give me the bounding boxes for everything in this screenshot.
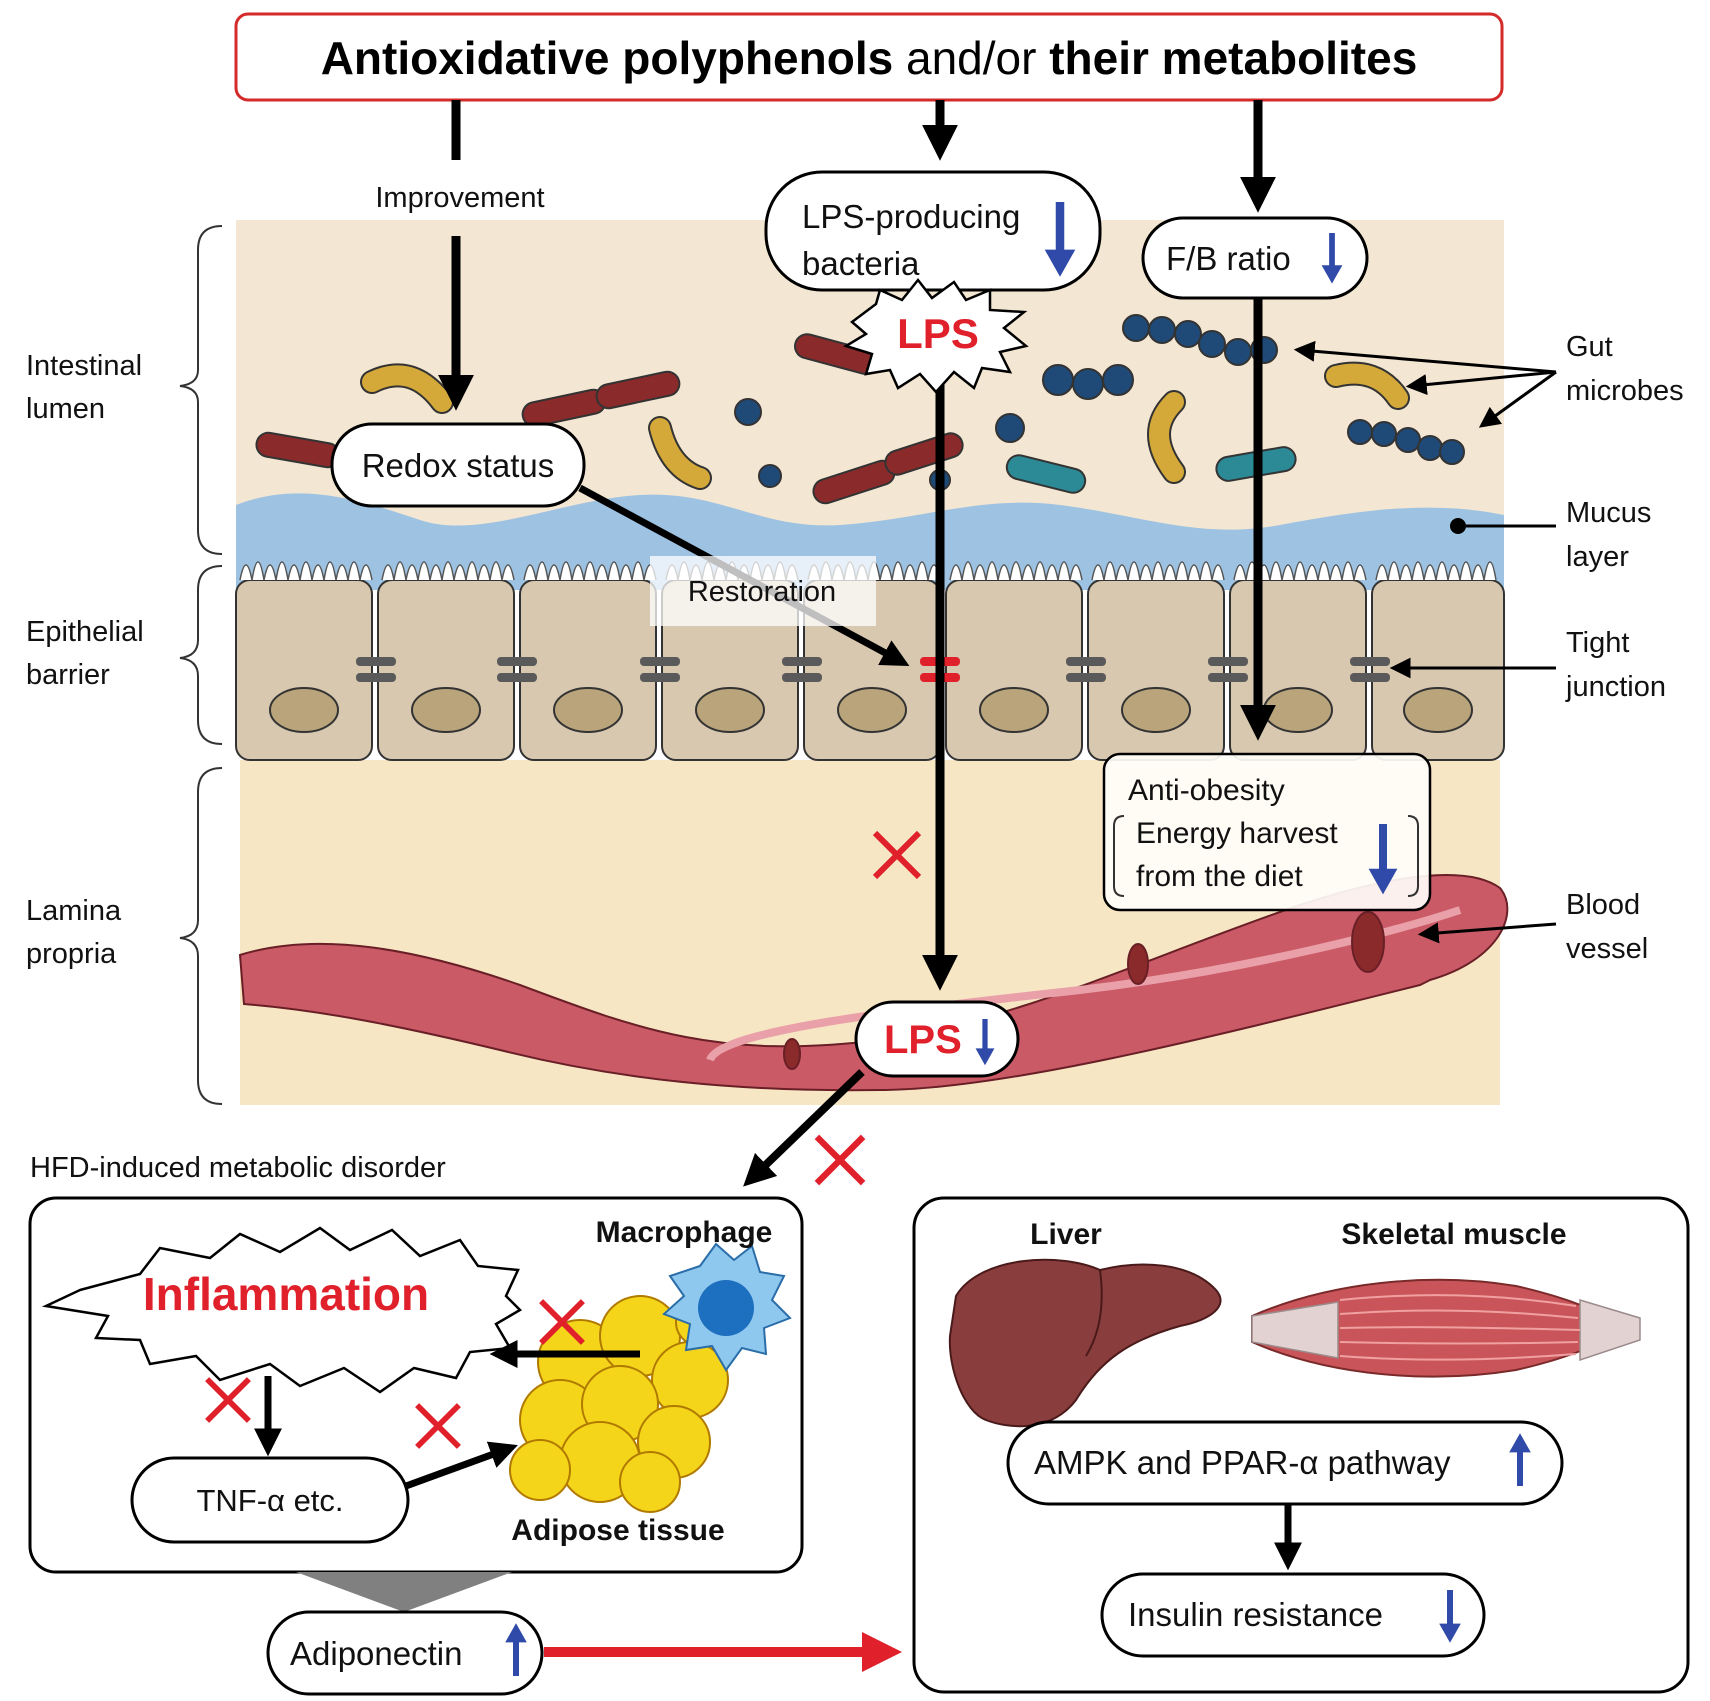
adiponectin-funnel	[296, 1572, 512, 1612]
mucus-pointer-dot	[1450, 518, 1466, 534]
adiponectin-box	[266, 1610, 544, 1696]
region-braces	[179, 225, 223, 1105]
lps-producing-bacteria-label: LPS-producing bacteria	[802, 198, 1029, 282]
lps-burst	[842, 277, 1029, 394]
insulin-label: Insulin resistance	[1128, 1596, 1383, 1633]
side-label-blood-vessel: Blood vessel	[1566, 889, 1648, 965]
tnf-label: TNF-α etc.	[196, 1483, 343, 1518]
redox-status-box	[330, 422, 586, 508]
side-label-pointers	[1293, 340, 1557, 944]
fb-ratio-label: F/B ratio	[1166, 240, 1291, 277]
gut-microbes	[255, 314, 1465, 505]
skeletal-muscle-label: Skeletal muscle	[1341, 1218, 1566, 1251]
hfd-title: HFD-induced metabolic disorder	[30, 1152, 446, 1184]
anti-obesity-box	[1102, 752, 1432, 912]
epithelial-cell	[945, 579, 1083, 761]
epithelial-cell	[1371, 579, 1505, 761]
lps-burst-label: LPS	[897, 310, 979, 357]
blood-vessel	[238, 873, 1509, 1092]
skeletal-muscle-image	[1251, 1278, 1641, 1378]
insulin-box	[1100, 1572, 1486, 1658]
lps-producing-bacteria-box	[764, 170, 1102, 292]
energy-bracket-left	[1113, 815, 1125, 897]
region-label-epithelial-barrier: Epithelial barrier	[26, 616, 152, 691]
region-label-lamina-propria: Lamina propria	[26, 895, 129, 970]
lps-blood-box	[854, 1000, 1020, 1078]
tnf-to-adipose-arrow	[404, 1441, 518, 1490]
restoration-label: Restoration	[688, 576, 836, 608]
side-label-tight-junction: Tight junction	[1565, 627, 1666, 703]
tnf-box	[130, 1456, 410, 1544]
liver-label: Liver	[1030, 1218, 1102, 1251]
energy-bracket-right	[1407, 815, 1419, 897]
epithelial-cell	[235, 579, 373, 761]
improvement-label: Improvement	[375, 182, 544, 214]
tight-junctions	[356, 657, 1390, 682]
epithelial-cell	[519, 579, 657, 761]
title-box	[234, 12, 1504, 102]
inflammation-burst	[41, 1226, 523, 1394]
ampk-label: AMPK and PPAR-α pathway	[1034, 1444, 1451, 1481]
lps-to-hfd-arrow	[743, 1069, 865, 1187]
macrophage-label: Macrophage	[596, 1216, 773, 1249]
inflammation-label: Inflammation	[143, 1268, 429, 1320]
redox-status-label: Redox status	[362, 447, 555, 484]
block-x-hfd	[817, 1137, 863, 1183]
title-text: Antioxidative polyphenols and/or their m…	[321, 32, 1418, 84]
liver-image	[948, 1258, 1222, 1428]
liver-lobe-line	[1085, 1269, 1103, 1357]
side-label-gut-microbes: Gut microbes	[1566, 331, 1684, 407]
epithelial-cell	[377, 579, 515, 761]
lps-blood-label: LPS	[884, 1018, 962, 1062]
energy-harvest-label: Energy harvest from the diet	[1136, 817, 1346, 893]
epithelial-cell	[1087, 579, 1225, 761]
epithelial-cell	[1229, 579, 1367, 761]
restoration-label-bg	[650, 556, 876, 626]
region-label-intestinal-lumen: Intestinal lumen	[26, 350, 150, 425]
adipose-tissue-label: Adipose tissue	[511, 1514, 724, 1547]
anti-obesity-label: Anti-obesity	[1128, 774, 1285, 807]
macrophage-image	[662, 1242, 792, 1372]
adiponectin-label: Adiponectin	[290, 1635, 462, 1672]
fb-ratio-box	[1141, 216, 1369, 300]
side-label-mucus-layer: Mucus layer	[1566, 497, 1659, 573]
main-arrows	[438, 100, 1276, 991]
